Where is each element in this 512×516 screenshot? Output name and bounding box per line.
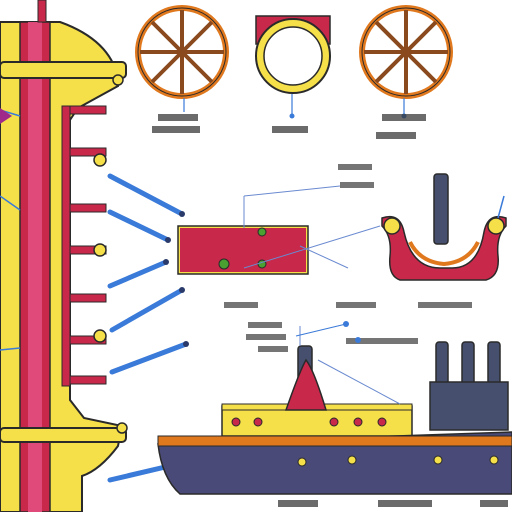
caption-mark xyxy=(346,338,418,344)
caption-mark xyxy=(378,500,432,507)
base-bolt xyxy=(116,422,128,434)
caption-mark xyxy=(158,114,198,121)
panel-leaders xyxy=(243,185,381,269)
boiler-ring xyxy=(255,15,331,94)
tower-top-strip xyxy=(37,0,47,23)
piston-rod xyxy=(107,173,185,217)
tower-cap xyxy=(0,61,127,79)
caption-mark xyxy=(258,346,288,352)
boiler-tower xyxy=(0,0,128,513)
smudged-captions xyxy=(152,114,508,507)
caption-mark xyxy=(278,500,318,507)
piston-rods xyxy=(107,173,189,483)
caption-mark xyxy=(272,126,308,133)
control-panel xyxy=(177,225,309,275)
piston-rod xyxy=(109,341,189,375)
paddle-wheel-right xyxy=(359,5,453,99)
piston-rod xyxy=(107,209,171,243)
engine xyxy=(381,173,507,281)
caption-mark xyxy=(248,322,282,328)
rigging xyxy=(299,326,401,405)
cap-bolt xyxy=(112,74,124,86)
tower-core-inner xyxy=(28,22,42,512)
caption-dots xyxy=(295,321,361,343)
top-leaders xyxy=(183,94,405,116)
caption-mark xyxy=(418,302,472,308)
rung-bolts xyxy=(93,153,107,343)
caption-mark xyxy=(336,302,376,308)
left-pin xyxy=(0,108,12,124)
tower-base xyxy=(0,427,127,443)
portholes xyxy=(231,417,387,427)
paddle-wheel-left xyxy=(135,5,229,99)
caption-mark xyxy=(338,164,372,170)
caption-mark xyxy=(480,500,508,507)
caption-mark xyxy=(224,302,258,308)
caption-mark xyxy=(340,182,374,188)
caption-mark xyxy=(376,132,416,139)
caption-mark xyxy=(246,334,286,340)
piston-rod xyxy=(107,259,169,289)
caption-mark xyxy=(382,114,426,121)
hull-rivets xyxy=(297,455,499,467)
steamboat xyxy=(157,326,512,495)
rod-tips xyxy=(163,211,189,347)
piston-rod xyxy=(109,287,185,333)
caption-mark xyxy=(152,126,200,133)
